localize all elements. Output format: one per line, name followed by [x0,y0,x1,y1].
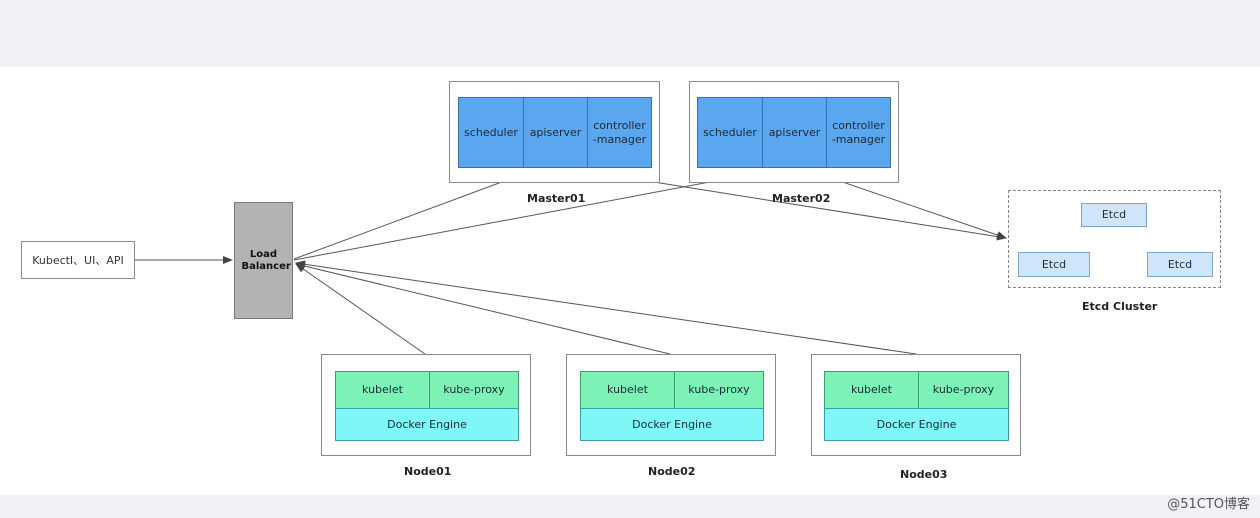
etcd-member-right: Etcd [1147,252,1213,277]
node02-box: kubelet kube-proxy Docker Engine [566,354,776,456]
node03-kubelet: kubelet [824,371,919,409]
node02-docker-engine: Docker Engine [580,408,764,441]
node02-kube-proxy: kube-proxy [674,371,764,409]
master01-apiserver: apiserver [523,97,588,168]
etcd-cluster-box: Etcd Etcd Etcd [1008,190,1221,288]
etcd-member-top: Etcd [1081,203,1147,227]
node03-box: kubelet kube-proxy Docker Engine [811,354,1021,456]
etcd-cluster-label: Etcd Cluster [1082,300,1158,313]
node03-label: Node03 [900,468,948,481]
master02-label: Master02 [772,192,831,205]
master01-scheduler: scheduler [458,97,524,168]
node03-kube-proxy: kube-proxy [918,371,1009,409]
node01-box: kubelet kube-proxy Docker Engine [321,354,531,456]
node01-kubelet: kubelet [335,371,430,409]
client-box: Kubectl、UI、API [21,241,135,279]
master01-label: Master01 [527,192,586,205]
master02-controller-manager: controller -manager [826,97,891,168]
node02-label: Node02 [648,465,696,478]
node03-docker-engine: Docker Engine [824,408,1009,441]
watermark: @51CTO博客 [1167,497,1250,512]
master02-scheduler: scheduler [697,97,763,168]
node01-docker-engine: Docker Engine [335,408,519,441]
master02-box: scheduler apiserver controller -manager [689,81,899,183]
client-label: Kubectl、UI、API [32,254,124,267]
master02-apiserver: apiserver [762,97,827,168]
etcd-member-left: Etcd [1018,252,1090,277]
master01-box: scheduler apiserver controller -manager [449,81,660,183]
node01-kube-proxy: kube-proxy [429,371,519,409]
node02-kubelet: kubelet [580,371,675,409]
master01-controller-manager: controller -manager [587,97,652,168]
node01-label: Node01 [404,465,452,478]
load-balancer-label: Load Balancer [241,248,291,272]
load-balancer-box: Load Balancer [234,202,293,319]
